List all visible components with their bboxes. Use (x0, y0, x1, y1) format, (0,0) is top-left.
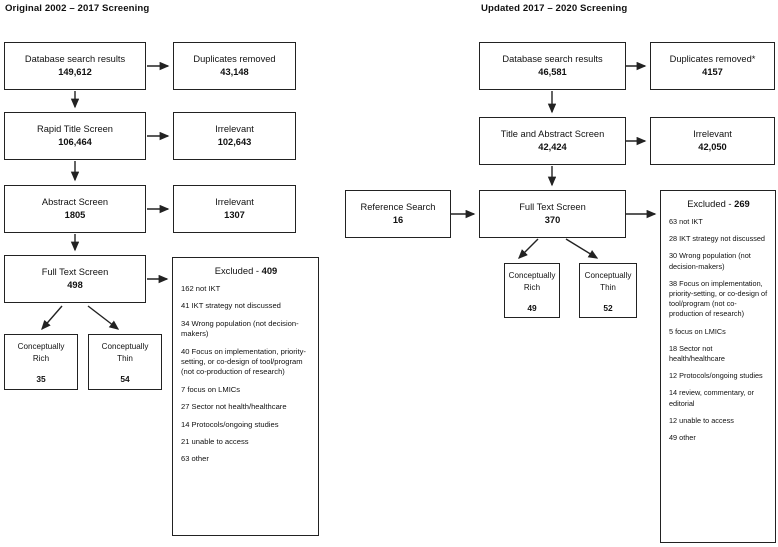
left-box-irrelevant-abstract-value: 1307 (224, 210, 245, 220)
right-excluded-heading-value: 269 (734, 198, 750, 209)
list-item: 63 not IKT (669, 217, 703, 226)
right-box-conceptually-rich: Conceptually Rich 49 (504, 263, 560, 318)
list-item: 12 Protocols/ongoing studies (669, 371, 763, 381)
left-box-conceptually-rich: Conceptually Rich 35 (4, 334, 78, 390)
left-box-abstract-screen-value: 1805 (64, 210, 86, 220)
list-item: 14 review, commentary, or editorial (669, 388, 755, 408)
right-box-irrelevant-label: Irrelevant (693, 129, 732, 139)
right-box-irrelevant-value: 42,050 (698, 142, 727, 152)
left-box-database-search-value: 149,612 (58, 67, 92, 77)
left-box-duplicates-removed: Duplicates removed 43,148 (173, 42, 296, 90)
right-box-title-abstract-screen: Title and Abstract Screen 42,424 (479, 117, 626, 165)
left-box-database-search: Database search results 149,612 (4, 42, 146, 90)
left-box-full-text-screen: Full Text Screen 498 (4, 255, 146, 303)
arrow-fulltext-to-rich (41, 305, 63, 331)
list-item: 7 focus on LMICs (181, 384, 241, 394)
left-box-conceptually-rich-label-line1: Conceptually (17, 342, 65, 351)
right-box-title-abstract-screen-value: 42,424 (538, 142, 567, 152)
left-box-duplicates-removed-label: Duplicates removed (193, 54, 276, 64)
left-box-conceptually-thin-value: 54 (120, 374, 130, 384)
left-box-abstract-screen-label: Abstract Screen (41, 197, 109, 207)
right-box-database-search: Database search results 46,581 (479, 42, 626, 90)
right-excluded-reason-list: 63 not IKT 28 IKT strategy not discussed… (669, 217, 768, 443)
list-item: 41 IKT strategy not discussed (181, 301, 281, 311)
arrow-fulltext-to-thin-2 (565, 238, 599, 259)
right-box-conceptually-thin: Conceptually Thin 52 (579, 263, 637, 318)
left-box-conceptually-rich-value: 35 (36, 374, 46, 384)
right-box-conceptually-rich-label-line1: Conceptually (508, 271, 556, 280)
left-box-rapid-title-screen-value: 106,464 (58, 137, 92, 147)
right-box-duplicates-removed-label: Duplicates removed* (669, 54, 756, 64)
left-box-rapid-title-screen-label: Rapid Title Screen (37, 124, 113, 134)
left-box-conceptually-rich-label-line2: Rich (32, 354, 50, 363)
right-excluded-heading: Excluded - 269 (669, 197, 768, 211)
left-box-full-text-screen-label: Full Text Screen (41, 267, 109, 277)
list-item: 40 Focus on implementation, priority-set… (181, 346, 306, 377)
left-box-abstract-screen: Abstract Screen 1805 (4, 185, 146, 233)
right-excluded-panel: Excluded - 269 63 not IKT 28 IKT strateg… (660, 190, 776, 543)
arrow-fulltext-to-thin (87, 305, 120, 330)
left-box-conceptually-thin-label-line1: Conceptually (101, 342, 149, 351)
right-box-database-search-label: Database search results (502, 54, 603, 64)
left-box-conceptually-thin: Conceptually Thin 54 (88, 334, 162, 390)
left-box-irrelevant-abstract-label: Irrelevant (215, 197, 254, 207)
list-item: 28 IKT strategy not discussed (669, 234, 765, 244)
left-excluded-reason-list: 162 not IKT 41 IKT strategy not discusse… (181, 284, 311, 465)
list-item: 38 Focus on implementation, priority-set… (669, 278, 768, 319)
left-excluded-heading-label: Excluded - (214, 265, 262, 276)
left-box-conceptually-thin-label-line2: Thin (117, 354, 133, 363)
left-box-irrelevant-abstract: Irrelevant 1307 (173, 185, 296, 233)
list-item: 49 other (669, 433, 696, 443)
left-box-irrelevant-title: Irrelevant 102,643 (173, 112, 296, 160)
right-box-duplicates-removed-value: 4157 (702, 67, 723, 77)
right-box-duplicates-removed: Duplicates removed* 4157 (650, 42, 775, 90)
right-box-conceptually-thin-label-line2: Thin (600, 283, 616, 292)
right-box-reference-search-label: Reference Search (360, 202, 436, 212)
right-box-reference-search-value: 16 (392, 215, 404, 225)
list-item: 12 unable to access (669, 415, 734, 425)
left-box-irrelevant-title-value: 102,643 (217, 137, 252, 147)
right-box-full-text-screen: Full Text Screen 370 (479, 190, 626, 238)
right-box-irrelevant: Irrelevant 42,050 (650, 117, 775, 165)
list-item: 30 Wrong population (not decision-makers… (669, 251, 751, 271)
list-item: 63 other (181, 454, 209, 464)
right-box-conceptually-rich-value: 49 (527, 303, 537, 313)
left-box-full-text-screen-value: 498 (67, 280, 83, 290)
left-box-duplicates-removed-value: 43,148 (220, 67, 249, 77)
left-box-rapid-title-screen: Rapid Title Screen 106,464 (4, 112, 146, 160)
right-box-full-text-screen-label: Full Text Screen (519, 202, 586, 212)
left-excluded-panel: Excluded - 409 162 not IKT 41 IKT strate… (172, 257, 319, 536)
arrow-fulltext-to-rich-2 (518, 238, 539, 259)
list-item: 162 not IKT (181, 284, 221, 293)
right-box-conceptually-thin-value: 52 (603, 303, 613, 313)
right-box-conceptually-rich-label-line2: Rich (523, 283, 541, 292)
list-item: 5 focus on LMICs (669, 326, 726, 336)
left-panel-title: Original 2002 – 2017 Screening (5, 3, 150, 14)
list-item: 27 Sector not health/healthcare (181, 402, 287, 412)
right-excluded-heading-label: Excluded - (687, 198, 735, 209)
left-excluded-heading-value: 409 (261, 265, 278, 276)
list-item: 21 unable to access (181, 437, 249, 447)
right-box-database-search-value: 46,581 (538, 67, 567, 77)
right-box-reference-search: Reference Search 16 (345, 190, 451, 238)
right-box-conceptually-thin-label-line1: Conceptually (584, 271, 632, 280)
list-item: 14 Protocols/ongoing studies (181, 419, 279, 429)
left-excluded-heading: Excluded - 409 (181, 264, 311, 278)
list-item: 34 Wrong population (not decision-makers… (181, 318, 299, 339)
left-box-irrelevant-title-label: Irrelevant (215, 124, 254, 134)
right-box-full-text-screen-value: 370 (544, 215, 561, 225)
right-panel-title: Updated 2017 – 2020 Screening (481, 3, 628, 14)
list-item: 18 Sector not health/healthcare (669, 343, 725, 364)
right-box-title-abstract-screen-label: Title and Abstract Screen (500, 129, 605, 139)
left-box-database-search-label: Database search results (24, 54, 126, 64)
